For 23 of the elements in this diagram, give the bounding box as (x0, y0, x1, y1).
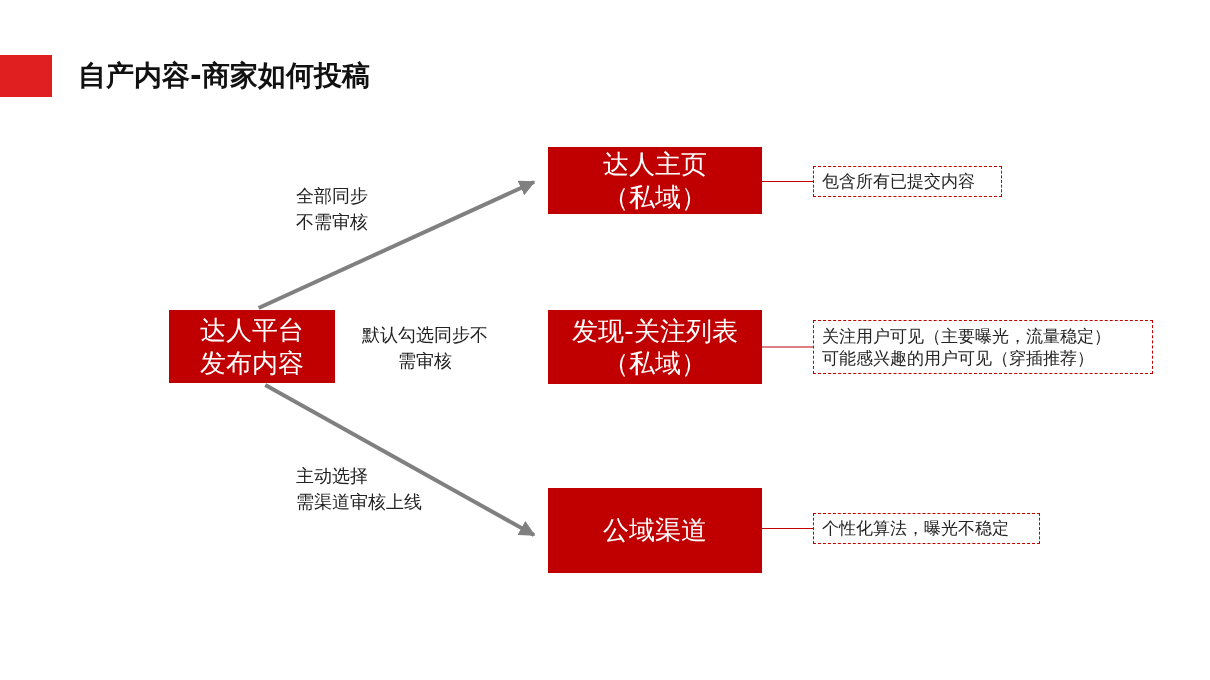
connector-line (761, 527, 814, 530)
note-box (813, 166, 1002, 197)
box-label: 公域渠道 (603, 514, 707, 547)
connector-line (761, 180, 814, 183)
box-label: 发现-关注列表（私域） (571, 314, 739, 380)
annotation-text: 默认勾选同步不需审核 (361, 323, 489, 373)
box-label: 达人平台发布内容 (199, 314, 305, 379)
connector-line (761, 346, 814, 348)
arrow (257, 180, 536, 310)
process-box (169, 310, 335, 383)
note-box (813, 513, 1040, 544)
edge-label: 全部同步不需审核 (296, 184, 369, 234)
process-box (548, 310, 762, 384)
process-box (548, 488, 762, 573)
note-box (813, 320, 1153, 374)
note-text: 关注用户可见（主要曝光，流量稳定） (822, 324, 1111, 347)
box-label: 达人主页（私域） (602, 148, 708, 213)
note-text: 包含所有已提交内容 (822, 170, 975, 193)
note-text: 可能感兴趣的用户可见（穿插推荐） (822, 347, 1094, 370)
slide-title: 自产内容-商家如何投稿 (78, 58, 370, 94)
arrow (264, 383, 536, 537)
note-text: 个性化算法，曝光不稳定 (822, 517, 1009, 540)
process-box (548, 147, 762, 214)
